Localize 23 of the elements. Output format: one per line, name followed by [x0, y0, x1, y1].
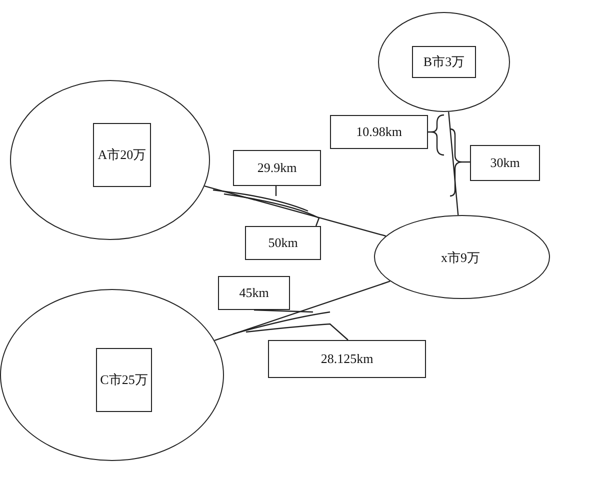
connector-line	[204, 185, 386, 237]
ellipse	[0, 289, 224, 461]
ellipse	[374, 215, 550, 299]
distance-box: 29.9km	[233, 150, 321, 186]
distance-box: 10.98km	[330, 115, 428, 149]
leader-line	[224, 193, 320, 226]
city-box: C市25万	[96, 348, 152, 412]
leader-line	[246, 323, 348, 340]
connector-line	[448, 112, 459, 216]
city-box: A市20万	[93, 123, 151, 187]
distance-box: 30km	[470, 145, 540, 181]
leader-line	[232, 309, 331, 335]
leader-line	[427, 114, 445, 156]
distance-box: 50km	[245, 226, 321, 260]
distance-box: 28.125km	[268, 340, 426, 378]
city-label: x市9万	[441, 249, 480, 267]
ellipse	[10, 80, 210, 240]
leader-line	[212, 185, 309, 212]
city-box: B市3万	[412, 46, 476, 78]
leader-line	[449, 128, 471, 197]
connector-line	[214, 280, 390, 341]
distance-box: 45km	[218, 276, 290, 310]
ellipse	[378, 12, 510, 112]
